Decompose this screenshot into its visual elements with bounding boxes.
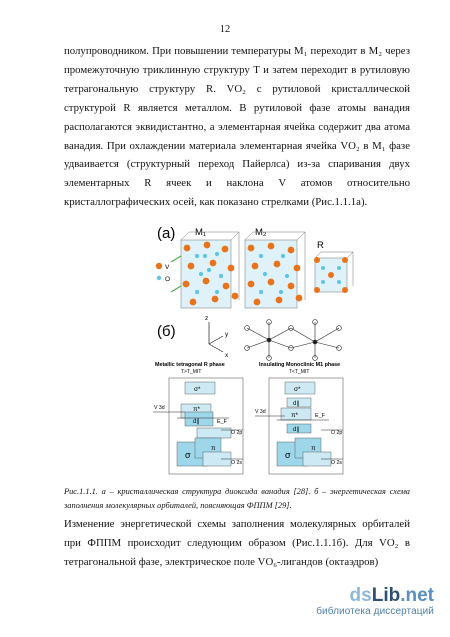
- left-sigma: σ: [185, 450, 191, 460]
- watermark-logo: dsLib.net: [316, 586, 434, 606]
- left-o2s: O 2s: [231, 460, 242, 466]
- axis-z: z: [205, 315, 208, 322]
- right-v3d: V 3d: [255, 409, 266, 415]
- watermark-net: .net: [400, 585, 434, 606]
- right-pi: π: [311, 445, 316, 452]
- octahedra-schematic: [244, 319, 342, 361]
- phase-right-title: Insulating Monoclinic M1 phase: [259, 362, 340, 368]
- page-number: 12: [219, 24, 231, 35]
- left-sigma-star: σ*: [194, 386, 201, 393]
- right-o2p: O 2p: [331, 430, 342, 436]
- watermark-subtitle: библиотека диссертаций: [316, 606, 434, 617]
- m1-label: M₁: [195, 227, 206, 238]
- legend-o: O: [165, 276, 170, 283]
- r-crystal: [314, 251, 354, 293]
- m2-crystal: [244, 231, 306, 309]
- panel-b-label: (б): [157, 323, 176, 340]
- left-o2p: O 2p: [231, 430, 242, 436]
- axis-y: y: [225, 331, 229, 338]
- phase-right-temp: T<T_MIT: [289, 369, 309, 375]
- watermark-ds: ds: [349, 585, 372, 606]
- phase-left-title: Metallic tetragonal R phase: [155, 362, 225, 368]
- energy-diagram-left: [153, 377, 244, 475]
- figure-caption: Рис.1.1.1. а – кристаллическая структура…: [64, 487, 410, 510]
- axes: [208, 322, 224, 353]
- phase-left-temp: T>T_MIT: [181, 369, 201, 375]
- right-sigma: σ: [285, 450, 291, 460]
- axis-x: x: [225, 352, 229, 359]
- legend-v: V: [165, 264, 170, 271]
- left-d-par: d∥: [193, 418, 199, 425]
- right-o2s: O 2s: [331, 460, 342, 466]
- right-ef: E_F: [315, 413, 326, 419]
- r-label: R: [317, 240, 324, 251]
- left-pi: π: [211, 445, 216, 452]
- left-v3d: V 3d: [154, 405, 165, 411]
- watermark-lib: Lib: [371, 585, 401, 606]
- paragraph-bottom: Изменение энергетической схемы заполнени…: [64, 518, 410, 568]
- m2-label: M₂: [255, 227, 267, 238]
- figure-vo2: (а) M₁ M₂ R V O: [153, 225, 354, 475]
- watermark: dsLib.net библиотека диссертаций: [316, 586, 434, 618]
- right-d-par-top: d∥: [293, 400, 299, 407]
- left-ef: E_F: [217, 419, 228, 425]
- left-pi-star: π*: [193, 406, 200, 413]
- m1-crystal: [170, 231, 240, 309]
- right-d-par-bottom: d∥: [293, 426, 299, 433]
- right-sigma-star: σ*: [294, 386, 301, 393]
- energy-diagram-right: [255, 377, 344, 475]
- right-pi-star: π*: [291, 412, 298, 419]
- panel-a-label: (а): [157, 225, 175, 242]
- legend-o-dot: [156, 275, 162, 281]
- legend-v-dot: [155, 262, 163, 270]
- paragraph-top: полупроводником. При повышении температу…: [64, 45, 410, 209]
